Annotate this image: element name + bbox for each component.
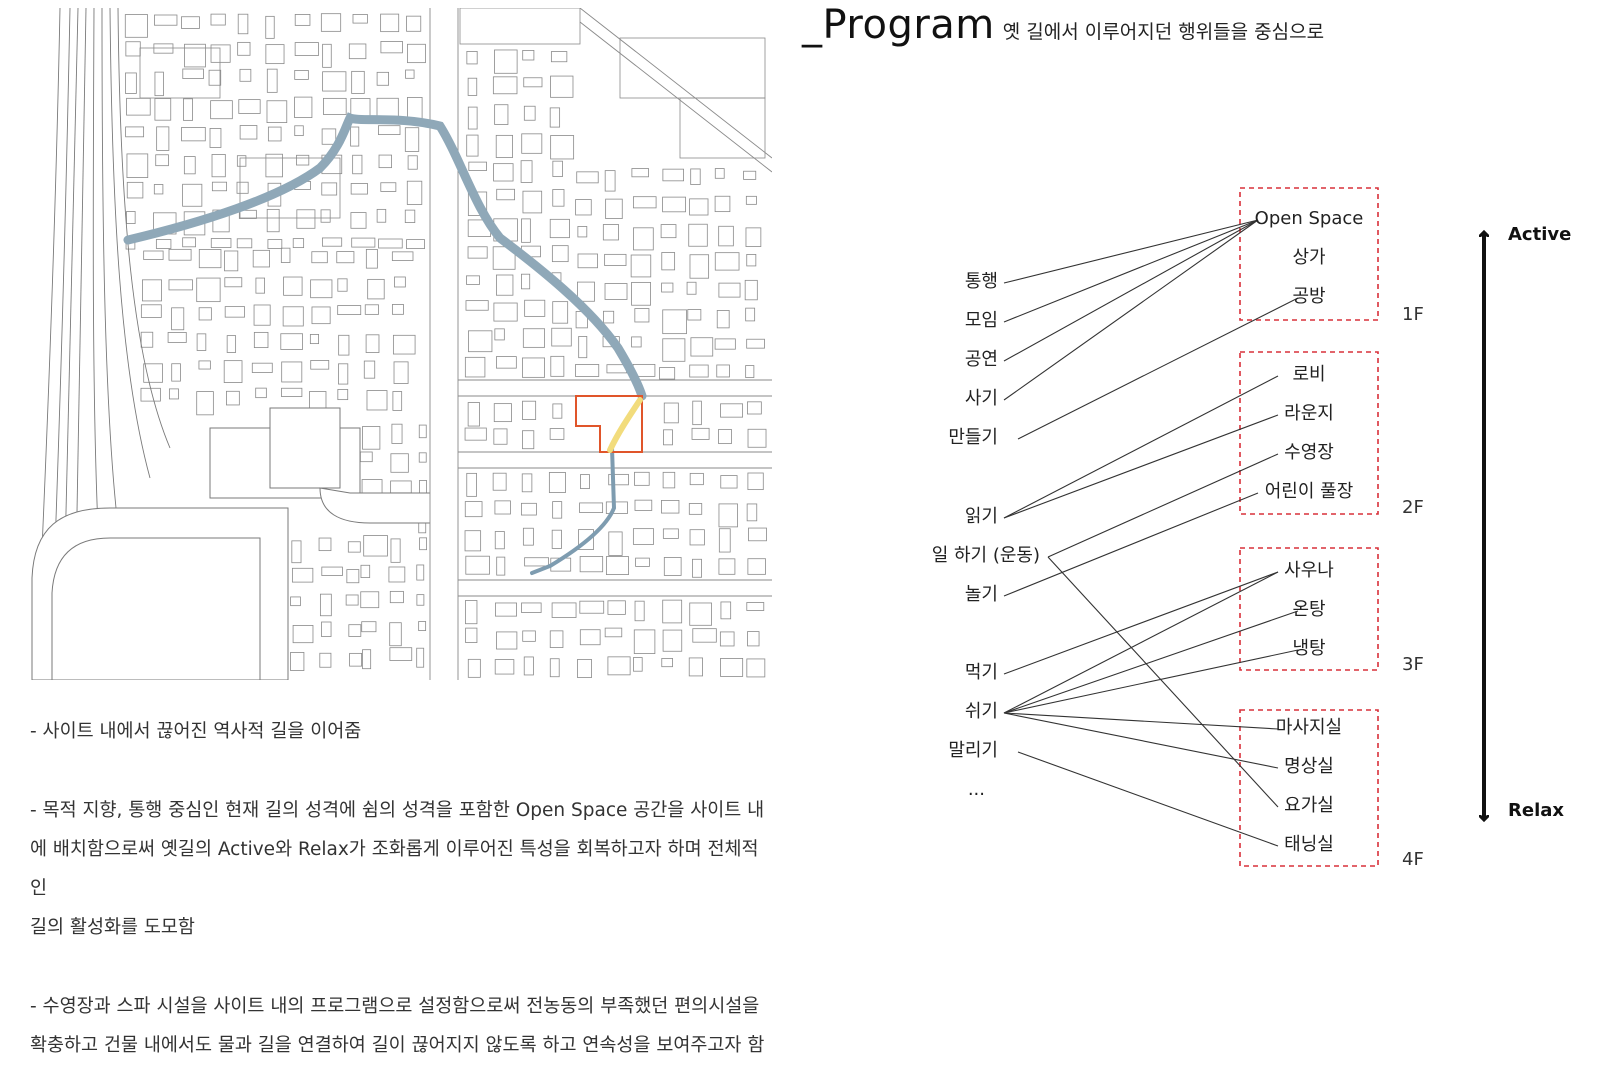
connection-line <box>1047 453 1279 558</box>
building-blocks <box>124 8 767 678</box>
program-label: 라운지 <box>1284 403 1334 424</box>
program-label: 로비 <box>1292 364 1325 385</box>
program-label: 수영장 <box>1284 442 1334 463</box>
site-map <box>20 8 772 680</box>
program-label: 태닝실 <box>1284 834 1334 855</box>
floor-group-box <box>1239 709 1379 867</box>
description-line: - 수영장과 스파 시설을 사이트 내의 프로그램으로 설정함으로써 전농동의 … <box>30 996 760 1017</box>
connection-line <box>1003 375 1279 519</box>
secondary-route <box>530 446 617 575</box>
activity-label: 쉬기 <box>965 701 998 722</box>
activity-label: 만들기 <box>948 427 998 448</box>
program-label: 온탕 <box>1292 599 1325 620</box>
header: _Program 옛 길에서 이루어지던 행위들을 중심으로 <box>802 2 1324 48</box>
description-line: 에 배치함으로써 옛길의 Active와 Relax가 조화롭게 이루어진 특성… <box>30 839 759 899</box>
activity-label: 모임 <box>965 310 998 331</box>
description-line: - 사이트 내에서 끊어진 역사적 길을 이어줌 <box>30 721 362 742</box>
floor-label: 2F <box>1402 497 1424 518</box>
program-label: 어린이 풀장 <box>1265 481 1354 502</box>
floor-label: 4F <box>1402 849 1424 870</box>
description-line: 확충하고 건물 내에서도 물과 길을 연결하여 길이 끊어지지 않도록 하고 연… <box>30 1035 765 1056</box>
activity-label: 읽기 <box>965 506 998 527</box>
connection-line <box>1003 492 1259 597</box>
page-title: _Program <box>802 2 995 48</box>
program-label: 냉탕 <box>1292 638 1325 659</box>
connection-line <box>1003 712 1279 730</box>
activity-label: 놀기 <box>965 584 998 605</box>
connection-line <box>1047 556 1279 808</box>
program-label: Open Space <box>1255 208 1364 229</box>
program-label: 공방 <box>1292 286 1325 307</box>
floor-group-box <box>1239 351 1379 515</box>
new-route <box>607 397 643 453</box>
connection-line <box>1003 219 1259 401</box>
connection-line <box>1003 712 1279 769</box>
connection-line <box>1003 219 1259 284</box>
activity-label: 사기 <box>965 388 998 409</box>
activity-label: 말리기 <box>948 740 998 761</box>
floor-group-box <box>1239 547 1379 671</box>
description-line: - 목적 지향, 통행 중심인 현재 길의 성격에 쉼의 성격을 포함한 Ope… <box>30 800 765 821</box>
program-label: 명상실 <box>1284 756 1334 777</box>
open-lots <box>31 407 441 680</box>
program-label: 상가 <box>1292 247 1325 268</box>
site-outline <box>575 395 643 453</box>
connection-line <box>1003 219 1259 323</box>
connection-line <box>1003 219 1259 362</box>
main-roads <box>430 8 772 680</box>
activity-label: 일 하기 (운동) <box>932 545 1040 566</box>
activity-label: ... <box>968 779 985 800</box>
floor-label: 1F <box>1402 304 1424 325</box>
activity-label: 먹기 <box>965 662 998 683</box>
connection-line <box>1003 571 1279 714</box>
axis-label-relax: Relax <box>1508 800 1564 821</box>
activity-label: 공연 <box>965 349 998 370</box>
floor-label: 3F <box>1402 654 1424 675</box>
program-label: 요가실 <box>1284 795 1334 816</box>
connection-line <box>1003 414 1279 519</box>
connection-line <box>1003 610 1299 714</box>
axis-label-active: Active <box>1508 224 1571 245</box>
page-subtitle: 옛 길에서 이루어지던 행위들을 중심으로 <box>1002 21 1325 43</box>
description-line: 길의 활성화를 도모함 <box>30 917 195 938</box>
connection-line <box>1003 649 1299 714</box>
historic-route <box>123 112 647 401</box>
program-label: 마사지실 <box>1276 717 1342 738</box>
program-label: 사우나 <box>1284 560 1334 581</box>
connection-line <box>1017 297 1299 440</box>
connection-line <box>1017 751 1279 847</box>
connection-line <box>1003 571 1279 675</box>
activity-label: 통행 <box>965 271 998 292</box>
